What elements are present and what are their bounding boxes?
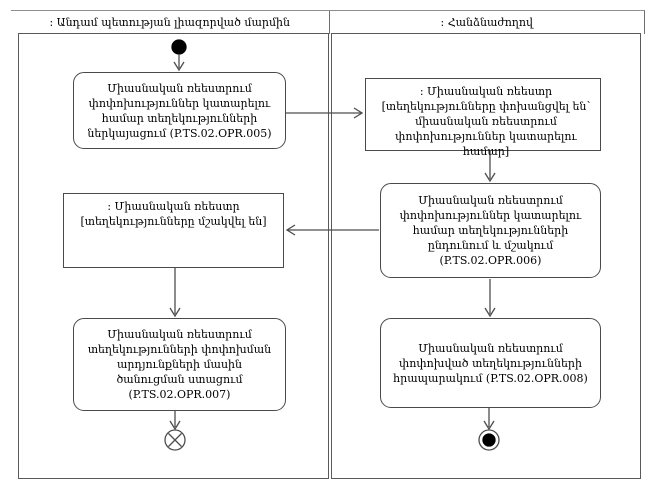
action-node-opr006-label: Միասնական ռեեստրում փոփոխություններ կատա…	[399, 194, 582, 267]
action-node-opr007: Միասնական ռեեստրում տեղեկությունների փոփ…	[73, 318, 286, 411]
object-node-register-processed-label: : Միասնական ռեեստր [տեղեկությունները մշա…	[80, 200, 267, 228]
swimlane-authorized-body	[18, 33, 329, 479]
lane-header-band: : Անդամ պետության լիազորված մարմին : Հան…	[11, 10, 645, 34]
action-node-opr005: Միասնական ռեեստրում փոփոխություններ կատա…	[73, 72, 286, 149]
action-node-opr007-label: Միասնական ռեեստրում տեղեկությունների փոփ…	[87, 328, 272, 401]
action-node-opr008-label: Միասնական ռեեստրում փոփոխված տեղեկությու…	[393, 341, 588, 385]
object-node-register-processed: : Միասնական ռեեստր [տեղեկությունները մշա…	[63, 193, 284, 268]
action-node-opr006: Միասնական ռեեստրում փոփոխություններ կատա…	[380, 183, 601, 278]
lane-header-commission-label: : Հանձնաժողով	[440, 16, 534, 29]
object-node-register-transferred-label: : Միասնական ռեեստր [տեղեկությունները փոխ…	[381, 85, 591, 158]
action-node-opr008: Միասնական ռեեստրում փոփոխված տեղեկությու…	[380, 318, 601, 408]
object-node-register-transferred: : Միասնական ռեեստր [տեղեկությունները փոխ…	[365, 78, 601, 158]
swimlane-commission	[331, 33, 641, 479]
lane-header-authorized-body-label: : Անդամ պետության լիազորված մարմին	[49, 16, 291, 29]
lane-header-authorized-body: : Անդամ պետության լիազորված մարմին	[11, 11, 329, 34]
lane-header-commission: : Հանձնաժողով	[328, 11, 645, 34]
action-node-opr005-label: Միասնական ռեեստրում փոփոխություններ կատա…	[87, 81, 272, 140]
